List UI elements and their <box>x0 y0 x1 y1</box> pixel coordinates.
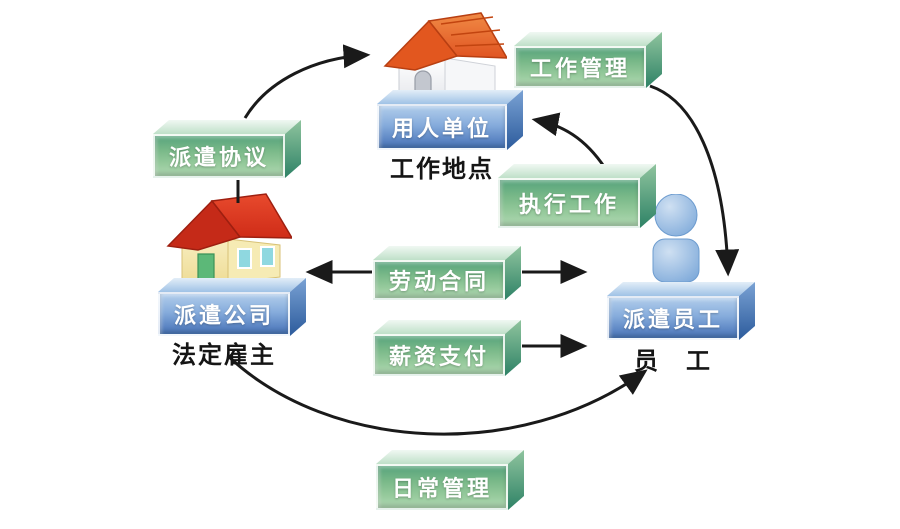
box-label: 薪资支付 <box>388 345 489 370</box>
box-employing-unit: 用人单位 <box>377 90 523 150</box>
box-label: 派遣员工 <box>622 308 723 333</box>
box-salary-payment: 薪资支付 <box>373 320 521 376</box>
box-dispatched-employee: 派遣员工 <box>607 282 755 340</box>
box-work-management: 工作管理 <box>514 32 662 88</box>
box-daily-management: 日常管理 <box>376 450 524 510</box>
box-label: 日常管理 <box>391 477 492 502</box>
arrow-agreement-to-unit <box>243 44 371 119</box>
box-dispatch-company: 派遣公司 <box>158 278 306 336</box>
box-label: 用人单位 <box>391 117 492 142</box>
box-dispatch-agreement: 派遣协议 <box>153 120 301 178</box>
employee-person-icon <box>652 194 700 283</box>
arrow-execute-to-unit <box>531 112 607 169</box>
box-labor-contract: 劳动合同 <box>373 246 521 300</box>
dispatch-company-house-icon <box>166 193 292 284</box>
box-execute-work: 执行工作 <box>498 164 656 228</box>
box-label: 执行工作 <box>518 193 619 218</box>
box-label: 工作管理 <box>529 57 630 82</box>
box-label: 派遣协议 <box>168 146 269 171</box>
box-label: 派遣公司 <box>173 304 274 329</box>
caption-work-location: 工作地点 <box>390 155 494 183</box>
box-label: 劳动合同 <box>388 270 489 295</box>
caption-legal-employer: 法定雇主 <box>172 341 276 369</box>
caption-employee: 员 工 <box>634 347 712 375</box>
